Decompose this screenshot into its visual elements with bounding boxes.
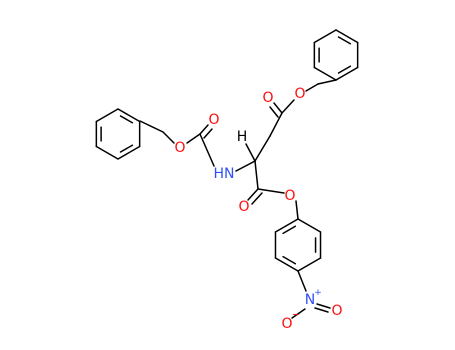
atom-main-ester-o: O — [284, 188, 295, 204]
atom-nitro-n: N — [305, 292, 315, 308]
bond-cmain-ocarb-1 — [247, 188, 259, 201]
ring-benzyl-left-inner-bond-2 — [119, 144, 134, 153]
bond-ringA-ch2 — [139, 120, 164, 133]
atom-hn: HN — [214, 166, 235, 182]
ring-nitrophenyl-inner-bond-3 — [282, 255, 297, 265]
ring-benzyl-left-bond-2 — [117, 145, 141, 160]
bond-ch2-cside — [269, 112, 283, 137]
bond-ccarb-ocarb-1 — [199, 124, 209, 135]
ring-benzyl-left-bond-5 — [95, 108, 119, 123]
bond-layer — [95, 29, 359, 319]
bond-calpha-cmain — [254, 160, 259, 190]
ring-benzyl-right-bond-2 — [335, 66, 359, 81]
bond-ch2-oester — [162, 131, 175, 144]
atom-carbamate-o-ester: O — [174, 140, 185, 156]
ring-nitrophenyl-bond-0 — [297, 218, 322, 233]
bond-cmain-oester — [257, 188, 285, 194]
nitro-o-charge: − — [292, 310, 300, 321]
bond-ccarb-ocarb-2 — [203, 128, 213, 139]
atom-label-layer: HN O O H O O O O N + O O − — [174, 86, 342, 332]
bond-cside-oester — [281, 99, 295, 114]
atom-nitro-o-double: O — [331, 303, 342, 319]
ring-benzyl-right-bond-3 — [313, 66, 337, 81]
bond-oester-ch2b — [305, 83, 319, 92]
bond-nitro-n-o-double-2 — [314, 307, 329, 313]
ring-benzyl-right-inner-bond-0 — [337, 36, 352, 45]
bond-ringC-nitro-n — [297, 270, 307, 292]
nitro-n-charge: + — [314, 288, 322, 298]
ring-nitrophenyl-bond-3 — [274, 257, 299, 272]
ring-benzyl-right-bond-0 — [335, 29, 359, 44]
atom-stereo-h: H — [237, 129, 248, 145]
ring-benzyl-left-bond-0 — [117, 108, 141, 123]
atom-side-ester-o-carbonyl: O — [262, 90, 273, 106]
bond-ccarb-nh — [199, 133, 215, 167]
bond-cside-ocarb-1 — [273, 102, 283, 114]
bond-calpha-ch2 — [254, 135, 271, 162]
ring-benzyl-right-inner-bond-2 — [337, 65, 352, 74]
ring-benzyl-right-bond-5 — [313, 29, 337, 44]
ring-nitrophenyl-bond-2 — [297, 257, 322, 272]
bond-nitro-n-o-single — [291, 308, 306, 319]
atom-carbamate-o-carbonyl: O — [208, 112, 219, 128]
bond-nitro-n-o-double-1 — [316, 303, 331, 309]
bond-oester-ccarb — [186, 133, 201, 144]
bond-cside-ocarb-2 — [269, 106, 279, 118]
atom-nitro-o-single: O — [281, 316, 292, 332]
atom-main-ester-o-carbonyl: O — [238, 199, 249, 215]
ring-nitrophenyl-bond-5 — [274, 218, 299, 233]
bond-ch2b-ringB — [317, 79, 337, 85]
ring-nitrophenyl-inner-bond-5 — [282, 225, 297, 235]
ring-benzyl-left-inner-bond-0 — [119, 115, 134, 124]
atom-side-ester-o: O — [294, 86, 305, 102]
bond-oester-ringC — [295, 200, 299, 220]
ring-benzyl-left-bond-3 — [95, 145, 119, 160]
bond-cmain-ocarb-2 — [251, 192, 263, 205]
bond-calpha-h-stereo — [245, 143, 256, 162]
bond-nh-calpha — [235, 160, 256, 172]
